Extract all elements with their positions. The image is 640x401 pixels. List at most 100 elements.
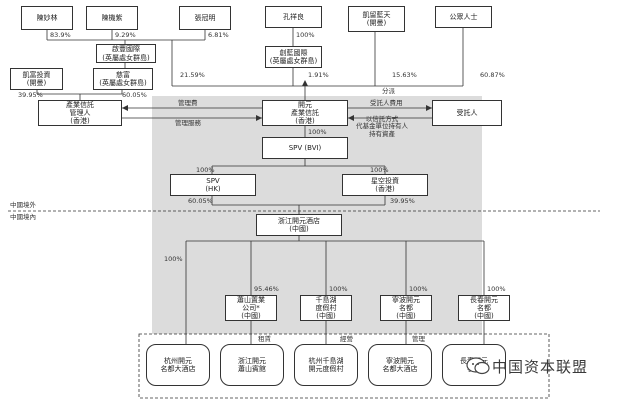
node-label: 陳妙林 (36, 13, 58, 22)
kaifu-investment: 凱富投資 (開曼) (10, 68, 63, 90)
hotel-sublabel: 蕭山賓館 (238, 365, 266, 373)
qifeng-international: 啟豐國際 (英屬處女群島) (96, 44, 156, 63)
node-sublabel: (香港) (375, 185, 395, 193)
node-sublabel: (中國) (396, 312, 416, 321)
operate-label: 經營 (340, 335, 353, 343)
trustee-hold-line: 持有資產 (369, 129, 395, 138)
spv-hk: SPV (HK) (170, 174, 256, 196)
shareholder-kai-liu: 凱留藍天 (開曼) (348, 6, 405, 32)
percent-label: 95.46% (254, 285, 279, 293)
kaiyuan-reit: 開元 產業信託 (香港) (262, 100, 348, 126)
node-sublabel: 名都 (477, 303, 491, 312)
node-label: 長春開元 (470, 295, 498, 304)
node-sublabel: 名都 (399, 303, 413, 312)
node-label: 星空投資 (371, 176, 399, 185)
hotel-xiaoshan: 浙江開元 蕭山賓館 (220, 344, 284, 386)
percent-label: 1.91% (308, 71, 329, 79)
percent-label: 100% (370, 166, 389, 174)
node-sublabel: (香港) (70, 117, 90, 126)
node-label: 公眾人士 (449, 12, 478, 21)
hotel-label: 寧波開元 (386, 356, 414, 365)
node-label: 張冠明 (194, 13, 216, 22)
hotel-qiandaohu: 杭州千島湖 開元度假村 (294, 344, 358, 386)
percent-label: 83.9% (50, 31, 71, 39)
node-sublabel: (香港) (295, 117, 315, 126)
node-sublabel: 管理人 (69, 108, 91, 117)
percent-label: 100% (487, 285, 506, 293)
subsidiary-xiaoshan: 蕭山置業 公司* (中國) (225, 295, 277, 321)
node-sublabel: (中國) (241, 312, 261, 321)
node-label: 慈富 (116, 70, 130, 79)
watermark-text: 中国资本联盟 (492, 358, 589, 376)
management-fee-label: 管理費 (178, 99, 198, 107)
node-label: 孔祥良 (283, 12, 304, 21)
node-sublabel: (英屬處女群島) (269, 57, 318, 65)
node-label: SPV (BVI) (288, 143, 322, 152)
node-label: 創藍國際 (279, 48, 308, 57)
distribution-label: 分派 (382, 87, 395, 95)
reit-manager: 產業信託 管理人 (香港) (38, 100, 122, 126)
hotel-label: 杭州開元 (164, 356, 192, 365)
percent-label: 60.05% (188, 197, 213, 205)
management-service-label: 管理服務 (175, 119, 201, 127)
percent-label: 100% (409, 285, 428, 293)
xingkong-investment: 星空投資 (香港) (342, 174, 428, 196)
node-sublabel: (中國) (316, 312, 336, 321)
trustee-hold-line: 代基金單位持有人 (356, 122, 408, 131)
hotel-hangzhou: 杭州開元 名都大酒店 (146, 344, 210, 386)
node-sublabel: (英屬處女群島) (99, 79, 147, 87)
node-sublabel: (開曼) (26, 79, 47, 87)
cifu-company: 慈富 (英屬處女群島) (93, 68, 153, 90)
hotel-sublabel: 名都大酒店 (382, 365, 418, 373)
node-label: 凱留藍天 (362, 10, 391, 19)
node-label: 凱富投資 (22, 70, 51, 79)
node-label: SPV (206, 176, 220, 185)
percent-label: 100% (329, 285, 348, 293)
percent-label: 60.87% (480, 71, 505, 79)
percent-label: 15.63% (392, 71, 417, 79)
zhejiang-kaiyuan-hotel: 浙江開元酒店 (中國) (256, 214, 342, 236)
trustee-hold-label: 以信託方式 代基金單位持有人 持有資產 (356, 115, 408, 138)
shareholder-kong-yuliang: 孔祥良 (265, 6, 322, 28)
percent-label: 39.95% (390, 197, 415, 205)
percent-label: 100% (308, 128, 327, 136)
node-label: 浙江開元酒店 (278, 216, 320, 225)
node-sublabel: (開曼) (366, 19, 387, 27)
hotel-label: 浙江開元 (238, 356, 266, 365)
chat-bubble-icon (466, 357, 490, 375)
hotel-sublabel: 名都大酒店 (160, 365, 196, 373)
node-label: 陳機紫 (101, 13, 123, 22)
outside-china-label: 中國境外 (10, 201, 36, 209)
shareholder-public: 公眾人士 (435, 6, 492, 28)
trustee-fee-label: 受託人費用 (370, 99, 403, 107)
trustee: 受託人 (432, 100, 502, 126)
node-sublabel: 產業信託 (291, 108, 319, 117)
subsidiary-qiandaohu: 千島湖 度假村 (中國) (300, 295, 352, 321)
shareholder-chen-jizi: 陳機紫 (86, 6, 138, 30)
node-label: 寧波開元 (392, 295, 420, 304)
node-sublabel: (中國) (289, 225, 309, 233)
manage-label: 管理 (412, 335, 425, 343)
chuanglan-international: 創藍國際 (英屬處女群島) (265, 46, 322, 68)
node-label: 千島湖 (315, 295, 337, 304)
percent-label: 60.05% (122, 91, 147, 99)
hotel-label: 杭州千島湖 (308, 356, 344, 365)
percent-label: 21.59% (180, 71, 205, 79)
node-label: 受託人 (456, 108, 478, 117)
node-sublabel: 度假村 (315, 303, 337, 312)
node-sublabel: (英屬處女群島) (102, 53, 150, 62)
percent-label: 39.95% (18, 91, 43, 99)
inside-china-label: 中國境內 (10, 213, 36, 221)
node-label: 產業信託 (66, 100, 94, 109)
node-sublabel: (HK) (205, 185, 221, 193)
hotel-sublabel: 開元度假村 (308, 365, 344, 373)
node-sublabel: (中國) (474, 312, 494, 321)
spv-bvi: SPV (BVI) (262, 137, 348, 159)
lease-label: 租賃 (258, 335, 271, 343)
node-label: 蕭山置業 (237, 295, 265, 304)
trustee-hold-line: 以信託方式 (365, 115, 399, 123)
percent-label: 9.29% (115, 31, 136, 39)
shareholder-chen-miaolin: 陳妙林 (21, 6, 73, 30)
node-label: 開元 (298, 100, 312, 109)
